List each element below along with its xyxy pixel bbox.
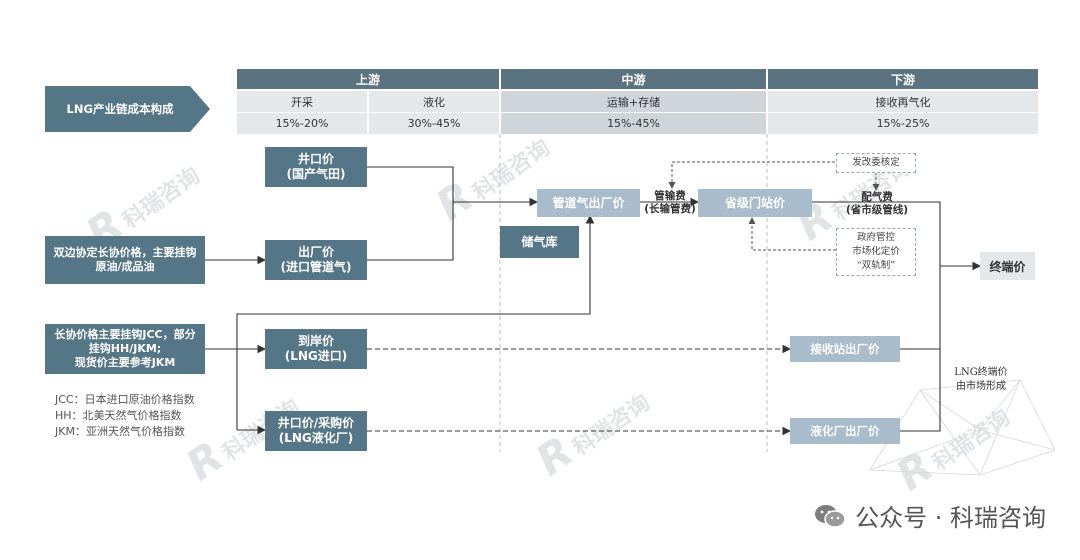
node-wellhead-domestic: 井口价 (国产气田) — [265, 147, 367, 187]
legend-jkm: JKM：亚洲天然气价格指数 — [55, 425, 185, 438]
legend-hh: HH：北美天然气价格指数 — [55, 409, 182, 422]
note-long-term: 长协价格主要挂钩JCC，部分挂钩HH/JKM; 现货价主要参考JKM — [45, 324, 205, 374]
node-terminal-ex-factory: 接收站出厂价 — [790, 336, 900, 362]
node-storage: 储气库 — [500, 226, 579, 258]
node-citygate: 省级门站价 — [698, 189, 812, 217]
header-downstream: 下游 — [768, 69, 1038, 89]
note-bilateral: 双边协定长协价格，主要挂钩原油/成品油 — [45, 236, 205, 284]
node-liquefaction-ex-factory: 液化厂出厂价 — [790, 418, 900, 444]
label-pipeline-fee: 管输费 (长输管费) — [644, 190, 696, 216]
share-regasification: 15%-25% — [768, 113, 1038, 134]
note-govt-control: 政府管控 市场化定价 “双轨制” — [836, 228, 916, 276]
legend: JCC：日本进口原油价格指数 HH：北美天然气价格指数 JKM：亚洲天然气价格指… — [55, 392, 195, 440]
header-upstream: 上游 — [237, 69, 499, 89]
decorative-mesh — [869, 379, 1056, 476]
share-transport-storage: 15%-45% — [501, 113, 766, 134]
footer: 公众号 · 科瑞咨询 — [813, 498, 1046, 533]
node-wellhead-purchase: 井口价/采购价 (LNG液化厂) — [265, 411, 367, 451]
share-exploration: 15%-20% — [237, 113, 367, 134]
segment-regasification: 接收再气化 — [768, 91, 1038, 112]
node-arrival-lng: 到岸价 (LNG进口) — [265, 329, 367, 369]
share-liquefaction: 30%-45% — [369, 113, 499, 134]
title-tag: LNG产业链成本构成 — [66, 102, 174, 116]
title-tag-shape — [45, 86, 210, 132]
segment-transport-storage: 运输+存储 — [501, 91, 766, 112]
node-pipeline-gas-ex-factory: 管道气出厂价 — [537, 189, 640, 217]
header-midstream: 中游 — [501, 69, 766, 89]
note-ndrc: 发改委核定 — [836, 153, 916, 173]
segment-exploration: 开采 — [237, 91, 367, 112]
wechat-icon — [815, 504, 846, 528]
note-lng-market: LNG终端价 由市场形成 — [954, 367, 1008, 392]
label-distribution-fee: 配气费 (省市级管线) — [845, 191, 909, 217]
footer-text: 公众号 · 科瑞咨询 — [855, 504, 1046, 532]
segment-liquefaction: 液化 — [369, 91, 499, 112]
legend-jcc: JCC：日本进口原油价格指数 — [55, 393, 195, 406]
node-end-price: 终端价 — [980, 252, 1035, 280]
node-factory-pipeline-import: 出厂价 (进口管道气) — [265, 240, 367, 280]
